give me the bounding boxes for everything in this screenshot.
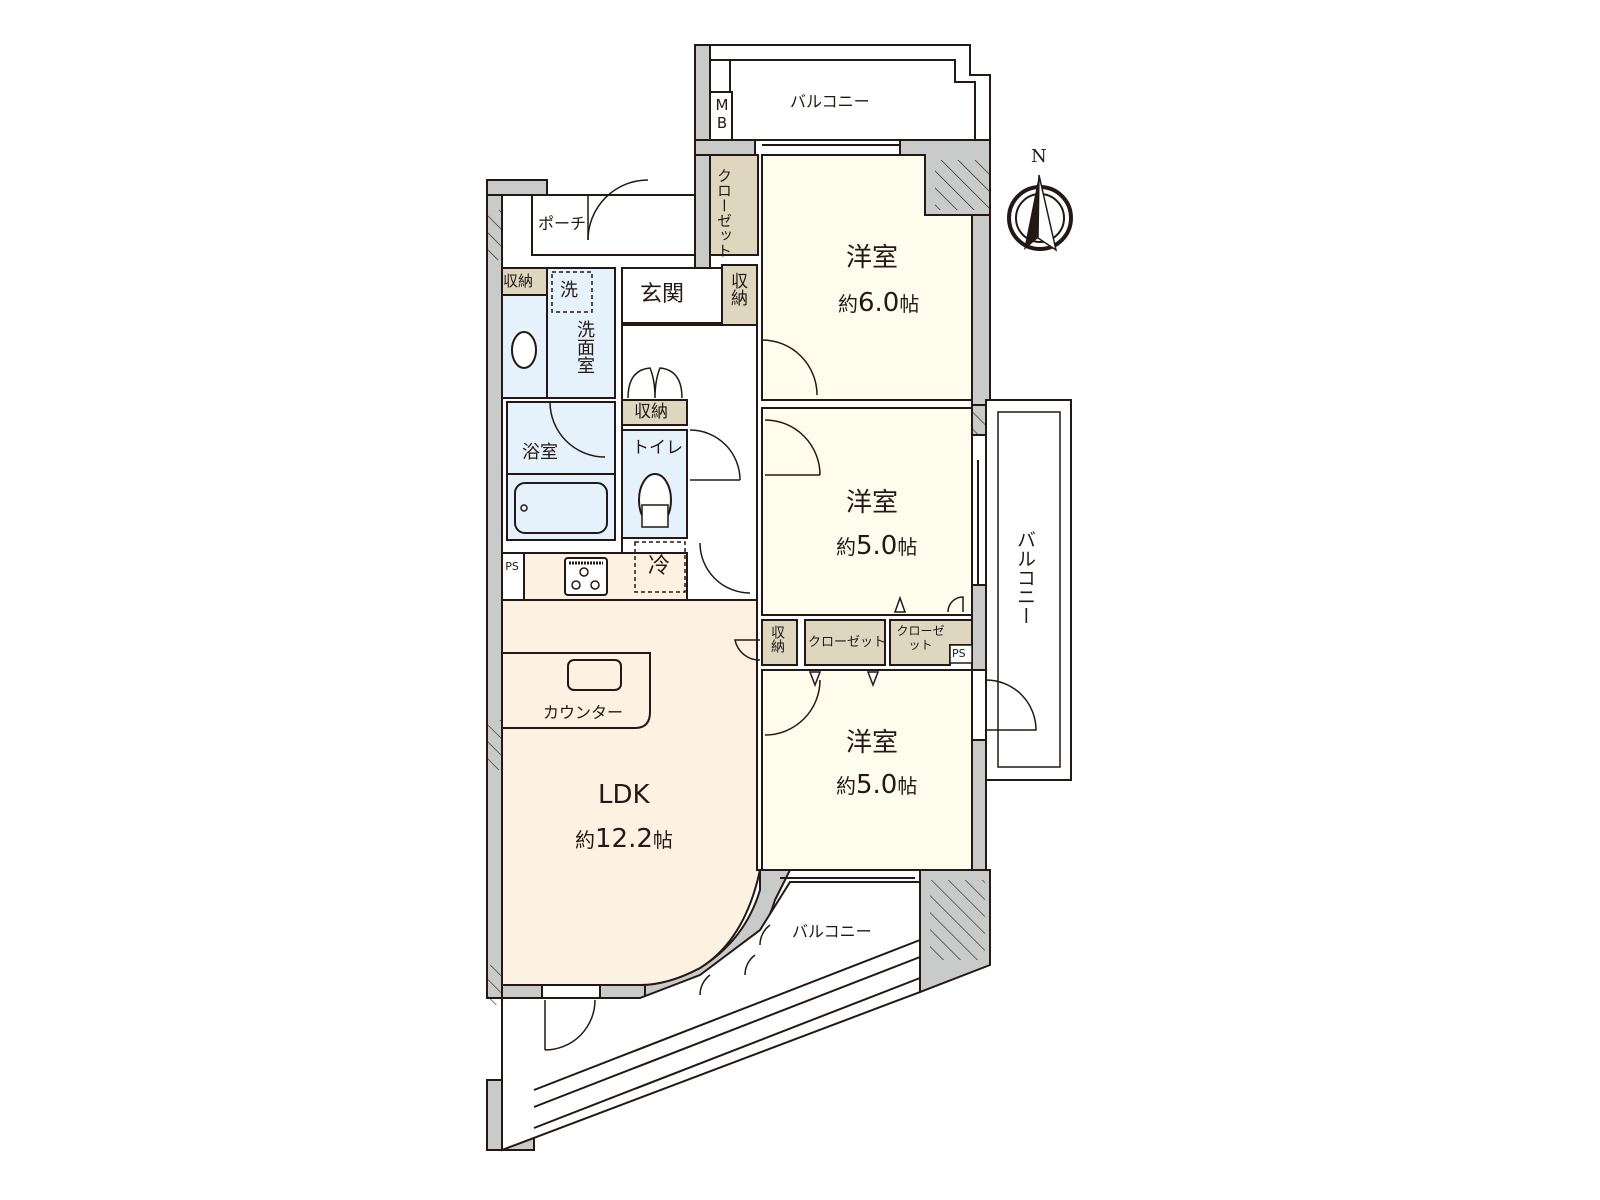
western-room-1-name: 洋室 bbox=[846, 243, 899, 273]
storage-hall bbox=[621, 399, 688, 426]
compass-north-label: N bbox=[1031, 146, 1047, 167]
western-room-1-size: 約6.0帖 bbox=[838, 288, 920, 318]
bathroom bbox=[506, 401, 616, 541]
closet-mid-label: クローゼット bbox=[808, 635, 887, 650]
storage-entrance bbox=[721, 264, 758, 326]
washroom bbox=[501, 267, 616, 399]
kitchen bbox=[501, 541, 751, 601]
ps-right-label: PS bbox=[952, 647, 966, 660]
western-room-1-floor bbox=[761, 154, 973, 401]
balcony-right bbox=[985, 399, 1072, 781]
mb-label: MB bbox=[715, 96, 729, 132]
storage-strip bbox=[734, 619, 973, 666]
storage-entrance-label: 収納 bbox=[727, 272, 747, 306]
balcony-right-label: バルコニー bbox=[1014, 530, 1036, 625]
closet-top bbox=[709, 154, 759, 256]
bathroom-label: 浴室 bbox=[522, 442, 558, 463]
kitchen-counter bbox=[502, 652, 651, 729]
meter-box bbox=[709, 91, 733, 141]
western-room-2-floor bbox=[761, 407, 973, 616]
porch-label: ポーチ bbox=[538, 214, 587, 233]
closet-right-label: クローゼット bbox=[896, 624, 945, 652]
washer-label: 洗 bbox=[560, 280, 578, 301]
storage-wash-label: 収納 bbox=[503, 272, 534, 290]
entrance-label: 玄関 bbox=[640, 282, 685, 307]
entrance-floor bbox=[621, 267, 723, 324]
western-room-3-name: 洋室 bbox=[846, 728, 899, 758]
balcony-bottom bbox=[501, 881, 921, 1152]
toilet-label: トイレ bbox=[632, 438, 683, 458]
storage-mid-label: 収納 bbox=[769, 625, 785, 653]
ps-kitchen-label: PS bbox=[505, 560, 519, 573]
western-room-3-size: 約5.0帖 bbox=[836, 770, 918, 800]
balcony-bottom-label: バルコニー bbox=[792, 922, 872, 941]
balcony-top-label: バルコニー bbox=[790, 92, 870, 111]
north-compass-icon bbox=[1007, 174, 1073, 252]
counter-label: カウンター bbox=[543, 703, 624, 722]
storage-hall-label: 収納 bbox=[634, 402, 668, 422]
toilet bbox=[621, 429, 741, 539]
western-room-2-name: 洋室 bbox=[846, 488, 899, 518]
closet-top-label: クローゼット bbox=[715, 168, 733, 258]
washroom-label: 洗面室 bbox=[574, 320, 595, 374]
wall-hatching bbox=[487, 160, 990, 1005]
ldk-floor bbox=[501, 599, 762, 986]
fridge-label: 冷 bbox=[648, 554, 671, 579]
porch-area bbox=[531, 179, 696, 256]
western-room-3-floor bbox=[761, 669, 973, 871]
ldk-name: LDK bbox=[598, 780, 650, 810]
western-room-2-size: 約5.0帖 bbox=[836, 531, 918, 561]
ldk-size: 約12.2帖 bbox=[575, 824, 673, 854]
